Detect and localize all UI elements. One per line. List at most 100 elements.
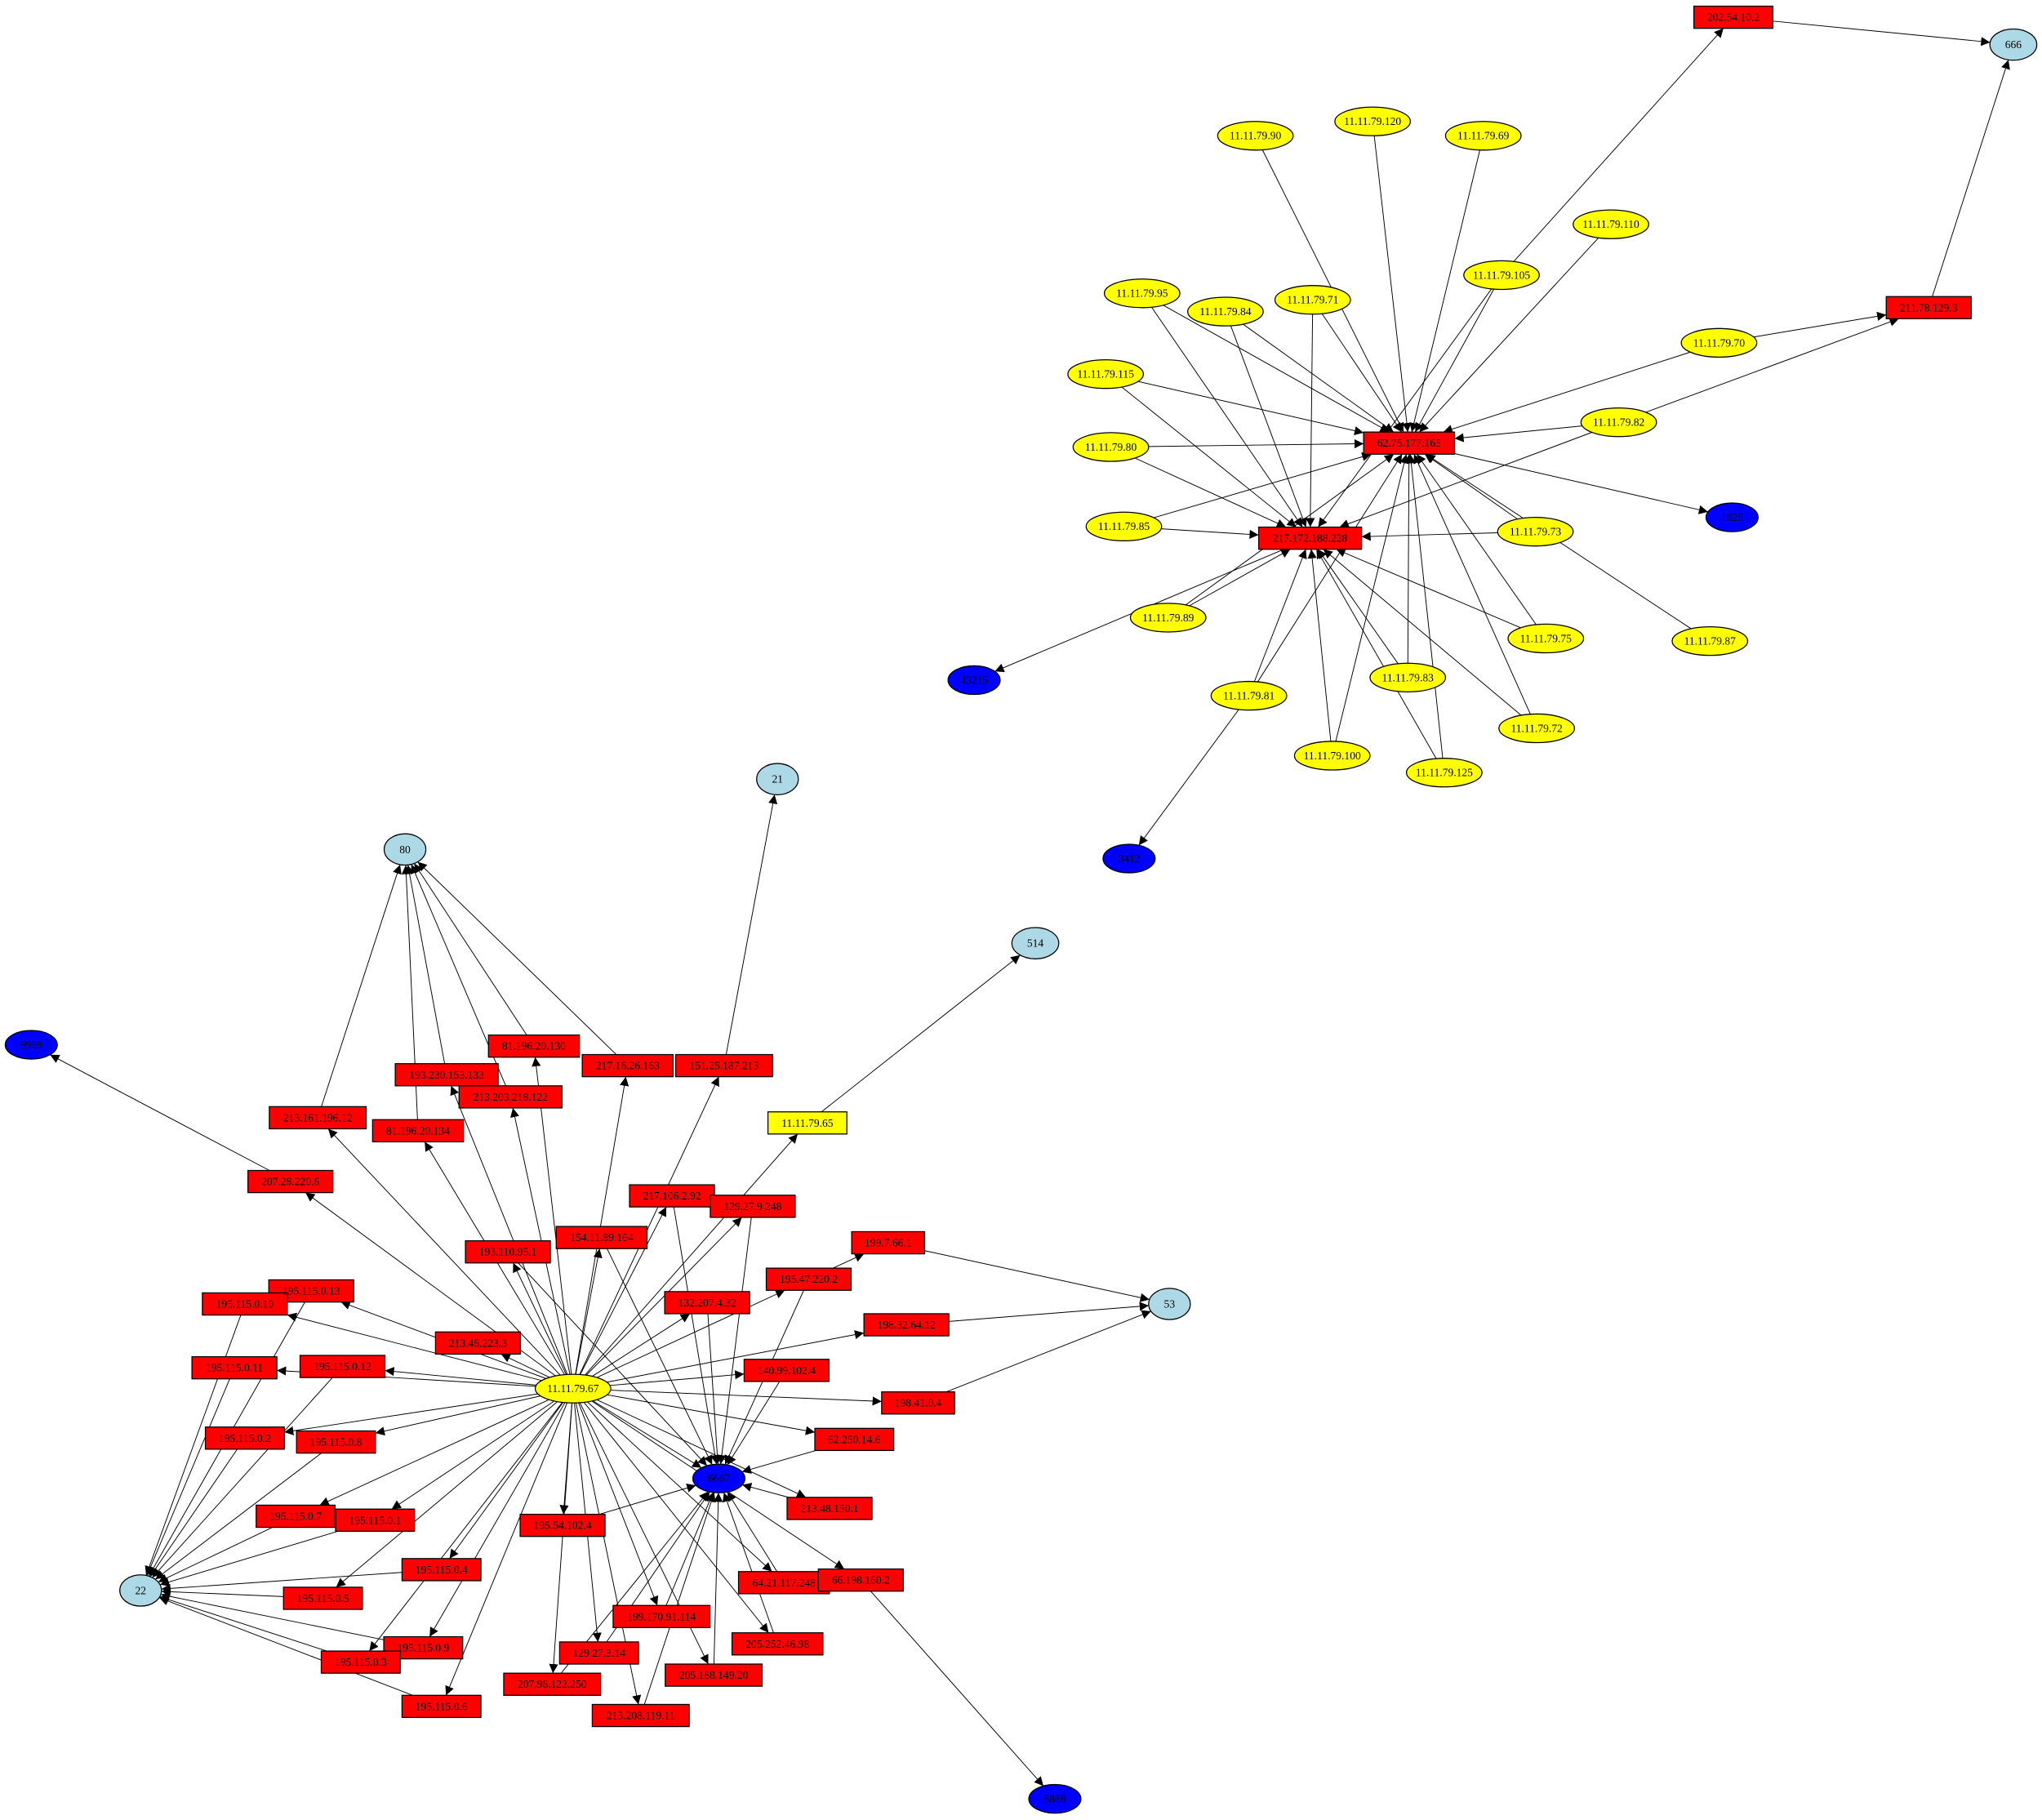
node-195-115-0-4[interactable]	[401, 1558, 482, 1582]
node-213-208-119-11[interactable]	[591, 1703, 690, 1728]
node-198-41-0-4[interactable]	[881, 1391, 955, 1415]
node-11-11-79-75[interactable]	[1507, 623, 1585, 654]
node-11-11-79-89[interactable]	[1129, 603, 1207, 633]
node-205-188-149-20[interactable]	[665, 1663, 763, 1687]
node-140-99-102-4[interactable]	[743, 1359, 830, 1382]
node-514[interactable]	[1011, 927, 1060, 959]
node-195-115-0-12[interactable]	[299, 1355, 386, 1378]
node-1026[interactable]	[1705, 502, 1759, 532]
node-8888[interactable]	[1028, 1783, 1082, 1814]
node-154-11-89-164[interactable]	[555, 1226, 648, 1249]
node-195-115-0-7[interactable]	[256, 1504, 336, 1529]
edge-11-11-79-85-to-217-172-188-228	[1161, 528, 1259, 540]
node-11-11-79-67[interactable]	[534, 1373, 612, 1404]
node-label: 195.115.0.12	[314, 1360, 371, 1373]
node-11-11-79-84[interactable]	[1187, 296, 1264, 327]
node-213-203-218-122[interactable]	[458, 1085, 563, 1109]
edge-11-11-79-67-to-195-115-0-12	[385, 1367, 537, 1386]
node-label: 11.11.79.81	[1223, 690, 1275, 702]
node-11-11-79-70[interactable]	[1680, 327, 1758, 358]
node-11-11-79-71[interactable]	[1274, 285, 1351, 315]
node-11-11-79-80[interactable]	[1072, 432, 1150, 462]
node-11-11-79-83[interactable]	[1369, 662, 1447, 692]
node-81-196-20-134[interactable]	[371, 1119, 465, 1143]
node-11-11-79-100[interactable]	[1293, 741, 1371, 771]
node-217-172-188-228[interactable]	[1257, 526, 1363, 550]
node-11-11-79-110[interactable]	[1573, 209, 1649, 239]
node-label: 195.115.0.1	[349, 1514, 401, 1526]
node-207-28-220-6[interactable]	[247, 1169, 334, 1194]
node-81-196-20-130[interactable]	[487, 1034, 581, 1058]
edge-132-207-4-32-to-6667	[707, 1313, 723, 1465]
node-195-115-0-8[interactable]	[296, 1430, 376, 1454]
node-11-11-79-82[interactable]	[1580, 407, 1657, 438]
node-11-11-79-120[interactable]	[1334, 106, 1412, 136]
node-195-115-0-5[interactable]	[282, 1586, 363, 1610]
node-129-27-9-248[interactable]	[710, 1195, 796, 1218]
node-9969[interactable]	[4, 1030, 58, 1060]
node-21[interactable]	[756, 763, 799, 795]
node-label: 198.41.0.4	[895, 1397, 942, 1409]
edge-198-32-64-12-to-53	[949, 1302, 1149, 1322]
node-195-115-0-1[interactable]	[335, 1508, 416, 1532]
node-132-207-4-32[interactable]	[664, 1291, 750, 1315]
node-6667[interactable]	[692, 1463, 745, 1493]
node-213-161-196-12[interactable]	[269, 1106, 367, 1130]
edge-195-115-0-8-to-22	[154, 1453, 322, 1580]
node-label: 154.11.89.164	[570, 1231, 634, 1244]
node-195-115-0-11[interactable]	[191, 1355, 278, 1380]
edge-11-11-79-67-to-195-115-0-2	[284, 1393, 538, 1435]
node-66-198-160-2[interactable]	[817, 1568, 904, 1592]
node-207-96-122-250[interactable]	[503, 1672, 602, 1696]
node-label: 11.11.79.125	[1416, 767, 1473, 779]
node-11-11-79-115[interactable]	[1067, 358, 1145, 389]
node-129-27-3-14[interactable]	[558, 1641, 639, 1665]
node-11-11-79-95[interactable]	[1103, 278, 1181, 309]
node-213-48-150-1[interactable]	[786, 1497, 873, 1520]
edge-11-11-79-81-to-62-75-177-165	[1257, 453, 1403, 683]
node-11-11-79-69[interactable]	[1444, 121, 1522, 151]
node-11-11-79-85[interactable]	[1085, 511, 1163, 541]
node-label: 213.46.223.3	[449, 1337, 507, 1349]
node-11-11-79-72[interactable]	[1498, 713, 1576, 744]
node-11-11-79-90[interactable]	[1217, 121, 1294, 151]
node-53[interactable]	[1148, 1288, 1191, 1320]
node-22[interactable]	[119, 1574, 162, 1607]
edge-11-11-79-125-to-62-75-177-165	[1406, 454, 1444, 759]
node-label: 81.196.20.134	[386, 1124, 450, 1137]
node-211-78-129-3[interactable]	[1885, 296, 1972, 319]
node-217-16-26-163[interactable]	[581, 1053, 674, 1078]
node-193-230-153-133[interactable]	[394, 1063, 499, 1087]
node-3412[interactable]	[1102, 843, 1156, 874]
node-11-11-79-87[interactable]	[1671, 625, 1749, 656]
node-213-46-223-3[interactable]	[434, 1331, 522, 1355]
node-195-115-0-10[interactable]	[202, 1292, 288, 1316]
node-11-11-79-65[interactable]	[767, 1111, 847, 1135]
node-666[interactable]	[1989, 28, 2038, 61]
node-195-115-0-6[interactable]	[401, 1694, 482, 1719]
node-205-252-46-98[interactable]	[731, 1632, 824, 1656]
node-199-170-91-114[interactable]	[612, 1604, 711, 1628]
node-11-11-79-105[interactable]	[1463, 260, 1540, 291]
node-62-250-14-6[interactable]	[814, 1427, 895, 1452]
node-199-7-66-1[interactable]	[851, 1230, 926, 1255]
node-11-11-79-125[interactable]	[1405, 758, 1483, 788]
node-label: 53	[1164, 1297, 1176, 1310]
node-label: 195.115.0.13	[282, 1285, 340, 1297]
edge-81-196-20-130-to-80	[413, 863, 527, 1035]
node-195-115-0-3[interactable]	[320, 1650, 401, 1674]
node-195-115-0-2[interactable]	[204, 1426, 285, 1450]
node-11-11-79-73[interactable]	[1497, 516, 1574, 547]
node-62-75-177-165[interactable]	[1363, 431, 1456, 455]
node-198-32-64-12[interactable]	[863, 1313, 950, 1337]
edge-195-115-0-2-to-22	[149, 1448, 238, 1577]
node-195-47-220-2[interactable]	[765, 1267, 852, 1291]
node-202-54-10-2[interactable]	[1693, 5, 1773, 29]
node-195-54-102-4[interactable]	[519, 1513, 606, 1537]
node-43215[interactable]	[947, 665, 1001, 696]
node-80[interactable]	[383, 833, 427, 866]
node-193-110-95-1[interactable]	[465, 1239, 551, 1264]
node-11-11-79-81[interactable]	[1210, 680, 1288, 711]
node-151-25-187-213[interactable]	[674, 1053, 773, 1078]
edge-11-11-79-67-to-140-99-102-4	[609, 1370, 745, 1386]
